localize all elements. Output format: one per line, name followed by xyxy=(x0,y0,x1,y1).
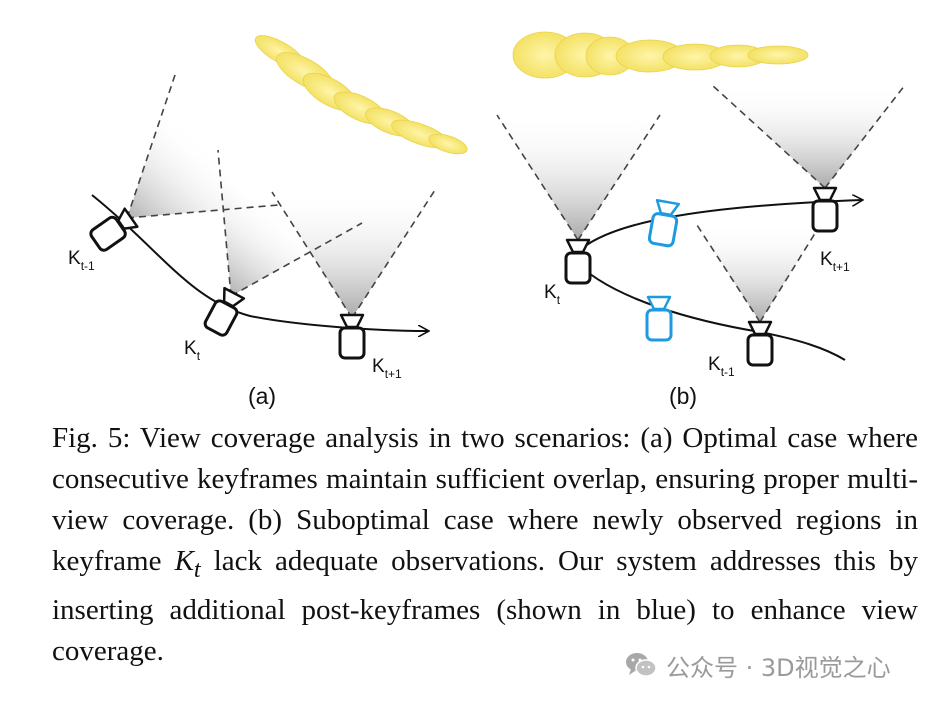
label-kt-1-b: Kt-1 xyxy=(708,354,735,379)
camera-kt-1-b xyxy=(746,320,774,367)
frustum-fill-kt-b xyxy=(497,115,660,240)
label-kt-1-a: Kt-1 xyxy=(68,248,95,273)
post-keyframe-camera-1 xyxy=(647,198,682,249)
label-kt-a: Kt xyxy=(184,338,201,363)
caption-math-kt: Kt xyxy=(174,545,201,583)
figure-caption: Fig. 5: View coverage analysis in two sc… xyxy=(52,418,918,672)
frustum-fill-kt xyxy=(218,150,362,296)
figure-diagram: Kt-1 Kt Kt+1 (a) xyxy=(68,31,906,409)
label-kt+1-b: Kt+1 xyxy=(820,249,850,274)
watermark-text: 公众号 · 3D视觉之心 xyxy=(666,653,891,682)
trajectory-b-lower xyxy=(571,257,846,361)
frustum-fill-kt-1-b xyxy=(695,222,822,322)
frustum-lines-b xyxy=(496,84,906,323)
panel-a-label: (a) xyxy=(248,383,276,409)
gaussian-cluster-a xyxy=(254,35,468,155)
watermark: 公众号 · 3D视觉之心 xyxy=(624,648,891,682)
panel-a: Kt-1 Kt Kt+1 (a) xyxy=(68,35,468,409)
frustum-fill-kt+1 xyxy=(272,190,435,318)
trajectory-a xyxy=(91,194,428,331)
post-keyframe-camera-2 xyxy=(645,295,673,342)
panel-b: Kt Kt+1 Kt-1 (b) xyxy=(496,31,906,409)
gaussian-cluster-b xyxy=(512,31,809,79)
wechat-icon xyxy=(626,653,657,677)
panel-b-label: (b) xyxy=(669,383,697,409)
frustum-lines-a xyxy=(126,74,436,319)
label-kt+1-a: Kt+1 xyxy=(372,356,402,381)
camera-kt+1-b xyxy=(811,186,839,233)
camera-kt-b xyxy=(564,238,592,285)
frustum-fill-kt+1-b xyxy=(712,85,905,188)
camera-kt+1 xyxy=(338,313,366,360)
caption-text-part1: Fig. 5: View coverage analysis in two sc… xyxy=(52,422,918,577)
label-kt-b: Kt xyxy=(544,282,561,307)
caption-text-part2: lack adequate observations. Our system a… xyxy=(52,545,918,667)
